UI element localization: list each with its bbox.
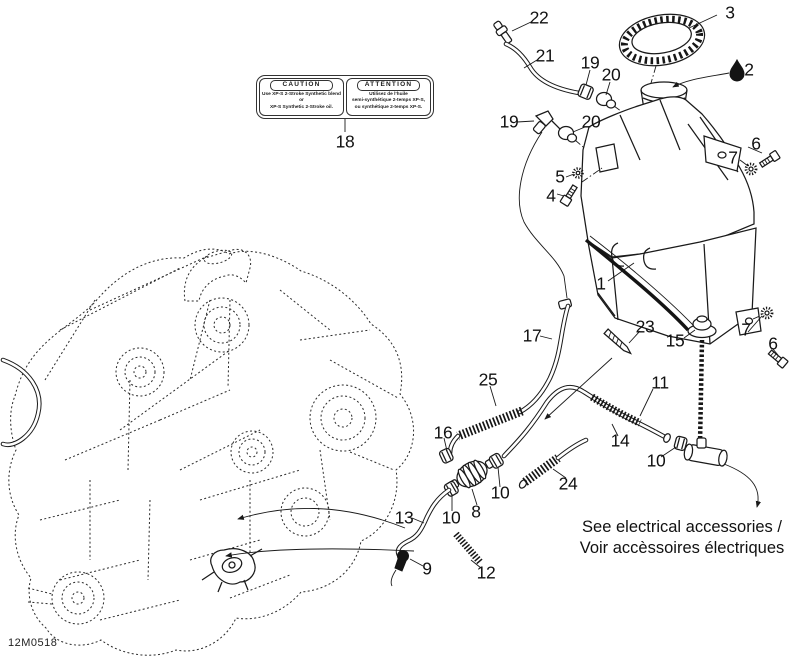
caution-text-en-2: or [299, 98, 304, 104]
oil-tank [557, 13, 763, 345]
callout-17: 17 [522, 325, 542, 346]
oil-pump [201, 548, 263, 593]
callout-6: 6 [768, 333, 778, 354]
caution-label: CAUTION Use XP-S 2-Stroke Synthetic blen… [256, 75, 434, 119]
callout-10: 10 [441, 507, 461, 528]
oil-supply-hoses [225, 303, 688, 587]
pump-elbow [390, 550, 409, 587]
callout-2: 2 [744, 59, 754, 80]
callout-18: 18 [335, 131, 355, 152]
callout-15: 15 [665, 330, 685, 351]
caution-header-fr: ATTENTION [357, 80, 420, 91]
callout-20: 20 [601, 64, 621, 85]
callout-22: 22 [529, 7, 549, 28]
caution-text-fr-2: semi-synthétique 2-temps XP-S, [351, 98, 426, 104]
callout-21: 21 [535, 45, 555, 66]
callout-4: 4 [546, 185, 556, 206]
callout-16: 16 [433, 422, 453, 443]
electrical-accessories-note: See electrical accessories / Voir accèss… [560, 517, 800, 558]
electrical-note-line1: See electrical accessories / [582, 518, 782, 536]
caution-text-en-1: Use XP-S 2-Stroke Synthetic blend [262, 91, 341, 97]
callout-9: 9 [422, 558, 432, 579]
callout-10: 10 [490, 482, 510, 503]
vent-hose-assembly [493, 20, 637, 299]
callout-5: 5 [555, 166, 565, 187]
callout-11: 11 [651, 372, 669, 393]
callout-14: 14 [610, 430, 630, 451]
callout-12: 12 [476, 562, 496, 583]
callout-1: 1 [596, 273, 606, 294]
install-tool [544, 328, 633, 420]
callout-13: 13 [394, 507, 414, 528]
engine-illustration [0, 248, 414, 656]
callout-6: 6 [751, 133, 761, 154]
callout-25: 25 [478, 369, 498, 390]
callout-10: 10 [646, 450, 666, 471]
callout-7: 7 [741, 319, 751, 340]
callout-7: 7 [728, 147, 738, 168]
caution-label-french: ATTENTION Utilisez de l'huile semi-synth… [346, 78, 431, 116]
callout-24: 24 [558, 473, 578, 494]
callout-23: 23 [635, 316, 655, 337]
callout-19: 19 [499, 111, 519, 132]
oil-level-sensor [683, 315, 762, 508]
tank-cap [618, 13, 706, 67]
vent-elbow [532, 110, 561, 135]
mounting-hardware [559, 150, 789, 369]
callout-8: 8 [471, 501, 481, 522]
caution-text-fr-3: ou synthétique 2-temps XP-S. [354, 104, 423, 110]
oil-drop-icon [672, 58, 745, 88]
callout-19: 19 [580, 52, 600, 73]
electrical-note-line2: Voir accèssoires électriques [579, 538, 785, 557]
caution-text-fr-1: Utilisez de l'huile [369, 91, 408, 97]
caution-header-en: CAUTION [270, 80, 333, 91]
vent-fitting [493, 20, 513, 44]
callout-20: 20 [581, 111, 601, 132]
caution-text-en-3: XP-S Synthetic 2-Stroke oil. [270, 104, 333, 110]
callout-leader-lines [344, 14, 779, 569]
caution-label-english: CAUTION Use XP-S 2-Stroke Synthetic blen… [259, 78, 344, 116]
callout-3: 3 [725, 2, 735, 23]
diagram-code: 12M0518 [8, 637, 58, 649]
